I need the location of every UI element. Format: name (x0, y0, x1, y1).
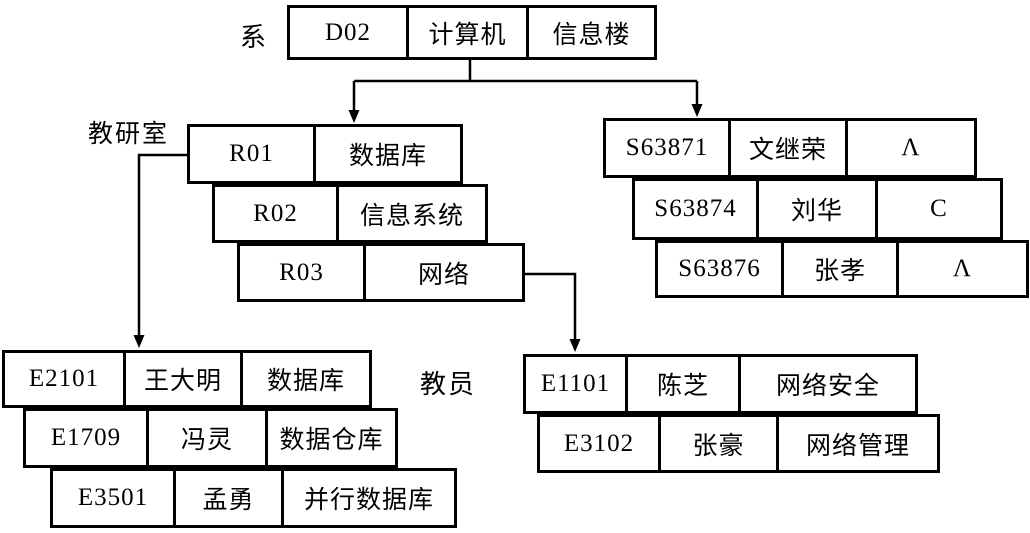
office-r02-name-cell: 信息系统 (336, 187, 485, 240)
teacher-e1709-id-cell: E1709 (50, 424, 122, 451)
teacher-e3102-record-box: E3102 张豪 网络管理 (537, 414, 940, 473)
student-s63871-name-cell: 文继荣 (728, 121, 845, 175)
office-r01-name-cell: 数据库 (313, 127, 460, 181)
student-s63871-pointer-cell: Λ (845, 121, 974, 175)
teacher-e1101-course-cell: 网络安全 (738, 357, 915, 411)
office-r02-id-cell: R02 (253, 199, 298, 227)
student-s63876-record-box: S63876 张孝 Λ (655, 240, 1029, 298)
dept-name-cell: 计算机 (406, 8, 526, 57)
student-s63876-name-cell: 张孝 (781, 243, 896, 295)
office-r03-record-box: R03 网络 (237, 243, 525, 302)
arrowhead-to-net-teachers-icon (569, 339, 581, 352)
level-label-dept: 系 (240, 23, 269, 52)
teacher-e3102-course-cell: 网络管理 (776, 417, 937, 470)
office-r02-record-box: R02 信息系统 (212, 184, 488, 243)
student-s63874-id-cell: S63874 (654, 195, 737, 222)
office-r01-id-cell: R01 (229, 140, 274, 167)
dept-id-cell: D02 (324, 18, 372, 46)
office-r01-record-box: R01 数据库 (187, 124, 463, 184)
connector-office-to-net-teachers (525, 272, 577, 341)
teacher-e3501-id-cell: E3501 (77, 484, 149, 511)
teacher-e1709-course-cell: 数据仓库 (265, 411, 395, 465)
connector-office-to-db-teachers (137, 153, 188, 337)
student-s63871-record-box: S63871 文继荣 Λ (603, 118, 977, 178)
office-r03-name-cell: 网络 (363, 246, 522, 299)
teacher-e1709-name-cell: 冯灵 (146, 411, 265, 465)
teacher-e2101-course-cell: 数据库 (240, 353, 369, 405)
student-s63876-pointer-cell: Λ (896, 243, 1026, 295)
teacher-e2101-name-cell: 王大明 (123, 353, 240, 405)
teacher-e3102-name-cell: 张豪 (658, 417, 776, 470)
level-label-teacher: 教员 (420, 370, 477, 399)
arrowhead-to-office-icon (348, 110, 360, 123)
student-s63874-name-cell: 刘华 (756, 181, 875, 237)
teacher-e3102-id-cell: E3102 (563, 429, 635, 457)
arrowhead-to-student-icon (691, 104, 703, 117)
teacher-e2101-id-cell: E2101 (28, 365, 100, 392)
teacher-e1101-record-box: E1101 陈芝 网络安全 (523, 354, 918, 414)
teacher-e1101-id-cell: E1101 (540, 370, 611, 397)
teacher-e3501-record-box: E3501 孟勇 并行数据库 (50, 468, 457, 528)
office-r03-id-cell: R03 (279, 258, 324, 286)
teacher-e3501-name-cell: 孟勇 (173, 471, 281, 525)
dept-record-box: D02 计算机 信息楼 (287, 5, 657, 60)
dept-building-cell: 信息楼 (526, 8, 654, 57)
teacher-e2101-record-box: E2101 王大明 数据库 (2, 350, 372, 408)
teacher-e3501-course-cell: 并行数据库 (281, 471, 454, 525)
student-s63876-id-cell: S63876 (678, 255, 761, 282)
teacher-e1709-record-box: E1709 冯灵 数据仓库 (23, 408, 398, 468)
level-label-office: 教研室 (88, 121, 170, 148)
student-s63874-pointer-cell: C (875, 181, 1000, 237)
arrowhead-to-db-teachers-icon (133, 335, 145, 348)
student-s63871-id-cell: S63871 (625, 134, 709, 161)
student-s63874-record-box: S63874 刘华 C (632, 178, 1003, 240)
teacher-e1101-name-cell: 陈芝 (625, 357, 738, 411)
